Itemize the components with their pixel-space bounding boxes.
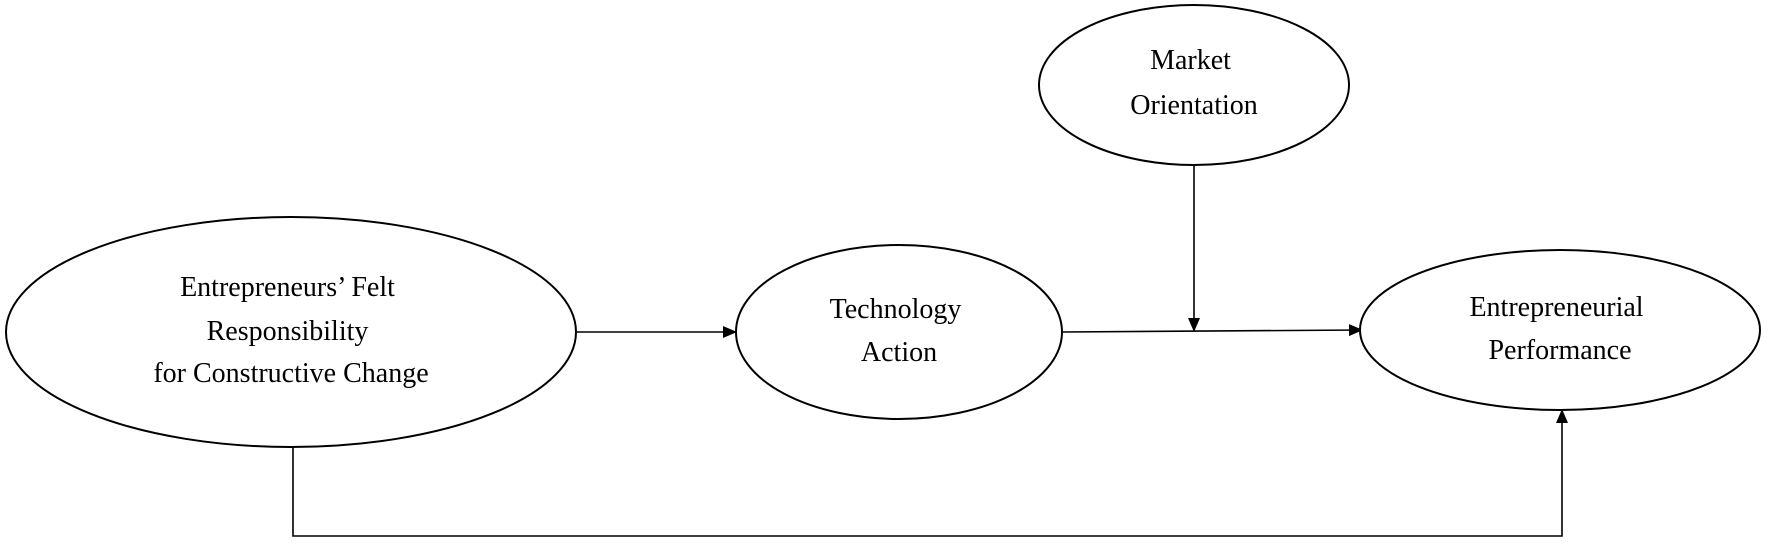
felt-responsibility-label-line-2: Responsibility (207, 316, 369, 347)
felt-responsibility-label-line-3: for Constructive Change (153, 358, 428, 389)
entrepreneurial-performance-label-line-2: Performance (1488, 335, 1631, 366)
felt-responsibility-ellipse (5, 216, 577, 448)
technology-action-label-line-2: Action (861, 337, 937, 368)
technology-action-ellipse (735, 244, 1063, 420)
entrepreneurial-performance-label-line-1: Entrepreneurial (1469, 292, 1643, 323)
entrepreneurial-performance-ellipse (1359, 249, 1761, 411)
edge-felt-responsibility-to-performance (292, 409, 1568, 537)
node-entrepreneurial-performance: Entrepreneurial Performance (1359, 249, 1761, 411)
node-technology-action: Technology Action (735, 244, 1063, 420)
felt-responsibility-label: Entrepreneurs’ Felt Responsibility for C… (153, 272, 428, 389)
entrepreneurial-performance-label: Entrepreneurial Performance (1469, 292, 1650, 366)
market-orientation-ellipse (1038, 4, 1350, 166)
technology-action-label-line-1: Technology (830, 294, 962, 325)
felt-responsibility-label-line-1: Entrepreneurs’ Felt (180, 272, 395, 303)
edge-technology-action-to-performance (1061, 324, 1363, 337)
node-felt-responsibility: Entrepreneurs’ Felt Responsibility for C… (5, 216, 577, 448)
market-orientation-label-line-2: Orientation (1130, 90, 1258, 121)
node-market-orientation: Market Orientation (1038, 4, 1350, 166)
technology-action-label: Technology Action (830, 294, 969, 368)
market-orientation-label: Market Orientation (1130, 45, 1258, 121)
market-orientation-label-line-1: Market (1150, 45, 1231, 76)
